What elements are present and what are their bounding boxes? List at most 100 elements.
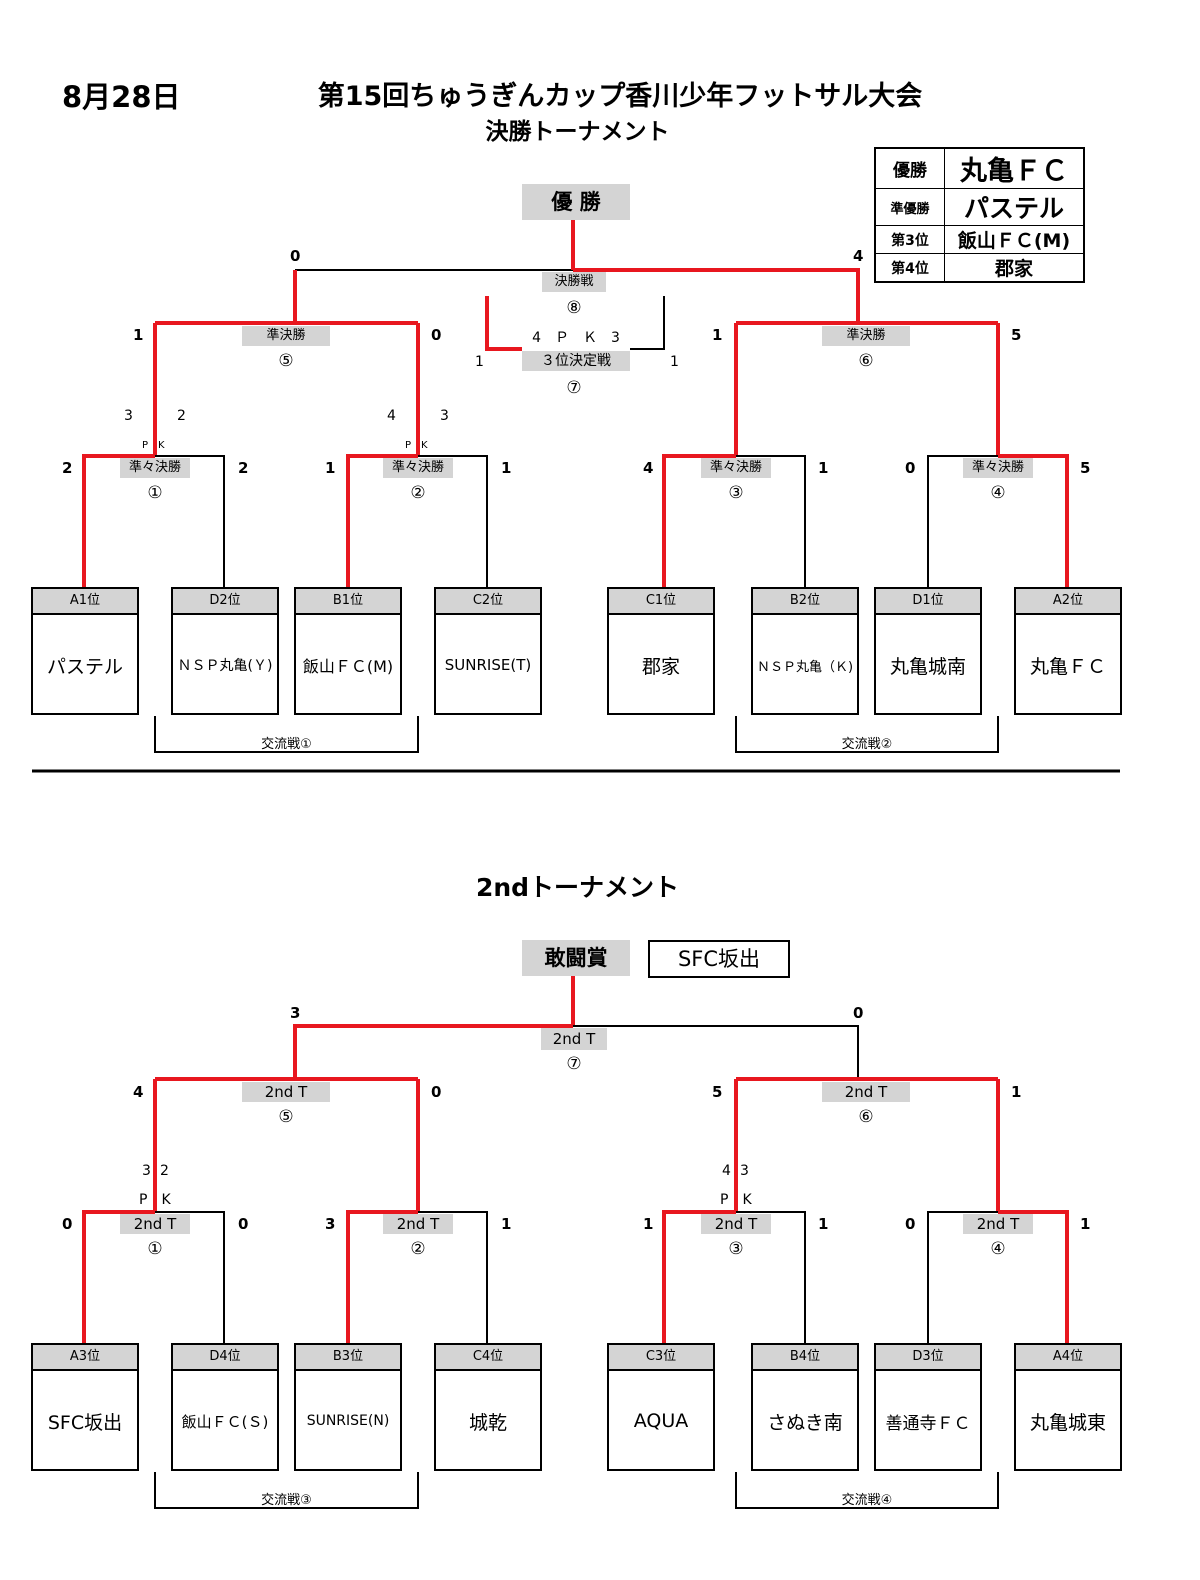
t2-exchange-left-bracket [154, 1472, 419, 1509]
results-rank: 優勝 [874, 147, 945, 189]
team-seed: D4位 [173, 1345, 277, 1371]
t1-qf2-lines [346, 454, 488, 588]
t2-qf4-score-right: 1 [1080, 1215, 1091, 1233]
t2-exchange-right: 交流戦④ [841, 1493, 893, 1508]
team-name: 丸亀城南 [889, 655, 966, 678]
t1-final-label: 決勝戦 [542, 272, 606, 292]
t2-sf5-label: 2nd T [242, 1082, 330, 1102]
t2-sf5-score-right: 0 [431, 1083, 442, 1101]
t1-qf1-pk-left: 3 [124, 408, 133, 424]
t2-sf6-number: ⑥ [858, 1107, 874, 1127]
t1-sf6-label: 準決勝 [822, 326, 910, 346]
t2-qf3-lines [662, 1210, 806, 1344]
t2-sf6-score-right: 1 [1011, 1083, 1022, 1101]
results-rank: 第4位 [874, 253, 945, 283]
team-card: C4位 城乾 [434, 1343, 542, 1471]
t2-qf1-number: ① [147, 1239, 163, 1259]
results-table: 優勝 丸亀ＦＣ 準優勝 パステル 第3位 飯山ＦＣ(M) 第4位 郡家 [874, 147, 1085, 283]
t1-qf1-number: ① [147, 483, 163, 503]
results-team: 丸亀ＦＣ [944, 147, 1085, 189]
results-row-4: 第4位 郡家 [874, 253, 1085, 283]
t1-qf1-label: 準々決勝 [120, 458, 190, 478]
t2-qf1-pk-right: 2 [160, 1163, 169, 1179]
champion-label: 優 勝 [522, 184, 630, 220]
team-card: A4位 丸亀城東 [1014, 1343, 1122, 1471]
t1-qf3-label: 準々決勝 [701, 458, 771, 478]
t1-sf5-score-right: 0 [431, 326, 442, 344]
team-seed: D3位 [876, 1345, 980, 1371]
t1-qf1-pk-right: 2 [177, 408, 186, 424]
t1-sf6-lines [734, 321, 1000, 456]
results-team: パステル [944, 188, 1085, 226]
team-card: D3位 善通寺ＦＣ [874, 1343, 982, 1471]
team-name: 城乾 [468, 1411, 507, 1434]
t1-qf2-pk-right: 3 [440, 408, 449, 424]
results-rank: 第3位 [874, 225, 945, 254]
t1-qf2-pk-left: 4 [387, 408, 396, 424]
t1-exchange-left: 交流戦① [261, 737, 312, 752]
results-row-2: 準優勝 パステル [874, 188, 1085, 226]
team-name: ＮＳＰ丸亀（Ｋ) [756, 659, 854, 675]
t2-qf1-lines [82, 1210, 225, 1344]
team-card: D2位 ＮＳＰ丸亀(Ｙ) [171, 587, 279, 715]
t1-final-number: ⑧ [566, 298, 582, 318]
t1-qf3-lines [662, 454, 806, 588]
tournament-subtitle: 決勝トーナメント [485, 119, 670, 145]
team-name: 丸亀城東 [1029, 1411, 1106, 1434]
t2-qf3-label: 2nd T [701, 1214, 771, 1234]
t2-qf2-number: ② [410, 1239, 426, 1259]
t1-final-score-right: 4 [853, 247, 864, 265]
t2-qf4-score-left: 0 [905, 1215, 916, 1233]
t1-sf5-score-left: 1 [133, 326, 144, 344]
t2-qf2-score-left: 3 [325, 1215, 336, 1233]
t2-exchange-left: 交流戦③ [261, 1493, 312, 1508]
t2-qf4-number: ④ [990, 1239, 1006, 1259]
team-seed: B2位 [753, 589, 857, 615]
t1-qf2-score-left: 1 [325, 459, 336, 477]
t1-exchange-left-bracket [154, 716, 419, 753]
t2-qf3-pk-right: 3 [740, 1163, 749, 1179]
t2-sf6-score-left: 5 [712, 1083, 723, 1101]
t1-qf3-score-left: 4 [643, 459, 654, 477]
t2-qf3-score-left: 1 [643, 1215, 654, 1233]
t2-final-lines [293, 976, 859, 1080]
results-team: 郡家 [944, 253, 1085, 283]
award-label: 敢闘賞 [522, 940, 630, 976]
t1-exchange-right-bracket [735, 716, 999, 753]
team-card: A1位 パステル [31, 587, 139, 715]
team-card: B3位 SUNRISE(N) [294, 1343, 402, 1471]
t1-final-score-left: 0 [290, 247, 301, 265]
t2-qf3-pk-left: 4 [722, 1163, 731, 1179]
t1-qf4-score-right: 5 [1080, 459, 1091, 477]
t2-final-number: ⑦ [566, 1054, 582, 1074]
t2-qf2-score-right: 1 [501, 1215, 512, 1233]
team-seed: C2位 [436, 589, 540, 615]
team-seed: A1位 [33, 589, 137, 615]
t2-qf3-pk-mark: P K [720, 1192, 752, 1208]
t1-qf1-pk-mark: P K [142, 440, 165, 451]
t1-sf6-score-right: 5 [1011, 326, 1022, 344]
results-row-3: 第3位 飯山ＦＣ(M) [874, 225, 1085, 254]
t1-sf5-lines [153, 321, 420, 456]
t1-qf1-score-left: 2 [62, 459, 73, 477]
team-card: B2位 ＮＳＰ丸亀（Ｋ) [751, 587, 859, 715]
team-seed: C4位 [436, 1345, 540, 1371]
team-name: ＮＳＰ丸亀(Ｙ) [177, 658, 273, 674]
t2-final-score-left: 3 [290, 1004, 301, 1022]
t2-qf4-lines [927, 1210, 1069, 1344]
t2-sf5-number: ⑤ [278, 1107, 294, 1127]
team-name: 飯山ＦＣ(Ｓ) [181, 1412, 269, 1431]
t1-qf2-pk-mark: P K [405, 440, 428, 451]
team-card: A3位 SFC坂出 [31, 1343, 139, 1471]
t2-qf1-score-right: 0 [238, 1215, 249, 1233]
t2-qf4-label: 2nd T [963, 1214, 1033, 1234]
t1-final-lines [293, 220, 860, 324]
t1-third-score-right: 1 [670, 354, 679, 370]
t2-final-score-right: 0 [853, 1004, 864, 1022]
t1-sf6-number: ⑥ [858, 351, 874, 371]
t1-third-number: ⑦ [566, 378, 582, 398]
t2-title: 2ndトーナメント [475, 873, 680, 902]
t2-qf3-score-right: 1 [818, 1215, 829, 1233]
team-seed: C1位 [609, 589, 713, 615]
team-card: B1位 飯山ＦＣ(M) [294, 587, 402, 715]
